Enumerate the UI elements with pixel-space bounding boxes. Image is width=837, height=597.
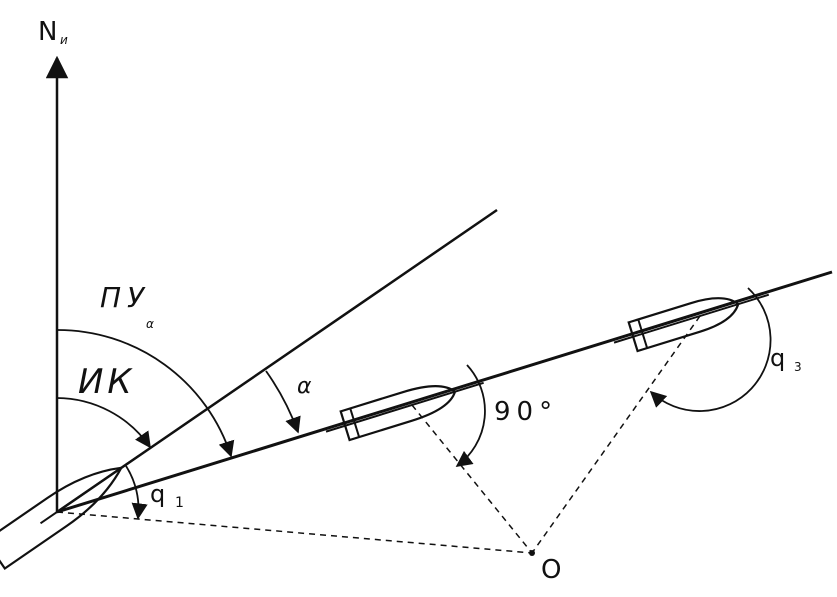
q3-arc xyxy=(649,287,772,412)
right-angle-arc xyxy=(455,364,486,467)
dashed-line-ship1-to-o xyxy=(56,511,533,554)
course-label: ИК xyxy=(78,362,136,402)
ship-2 xyxy=(325,381,484,442)
q1-subscript: 1 xyxy=(175,495,184,511)
q3-label: q xyxy=(770,344,785,372)
alpha-arc xyxy=(265,370,301,434)
alpha-label: α xyxy=(297,374,312,399)
relative-bearing-subscript: α xyxy=(146,317,154,331)
q1-label: q xyxy=(150,480,165,508)
right-angle-label: 90° xyxy=(494,397,558,427)
north-subscript: и xyxy=(60,33,68,47)
ship-1 xyxy=(0,454,140,571)
track-line xyxy=(56,270,833,514)
q1-arc xyxy=(125,465,148,520)
ship-3 xyxy=(613,293,770,353)
point-o-dot xyxy=(529,550,535,556)
point-o-label: O xyxy=(541,555,561,585)
north-label: N xyxy=(38,17,57,47)
course-arc xyxy=(56,397,151,449)
relative-bearing-label: ПУ xyxy=(100,281,150,314)
dashed-line-ship2-to-o xyxy=(411,404,533,554)
relative-bearing-arc xyxy=(56,329,235,458)
q3-subscript: 3 xyxy=(794,360,802,374)
dashed-line-ship3-to-o xyxy=(531,315,701,554)
